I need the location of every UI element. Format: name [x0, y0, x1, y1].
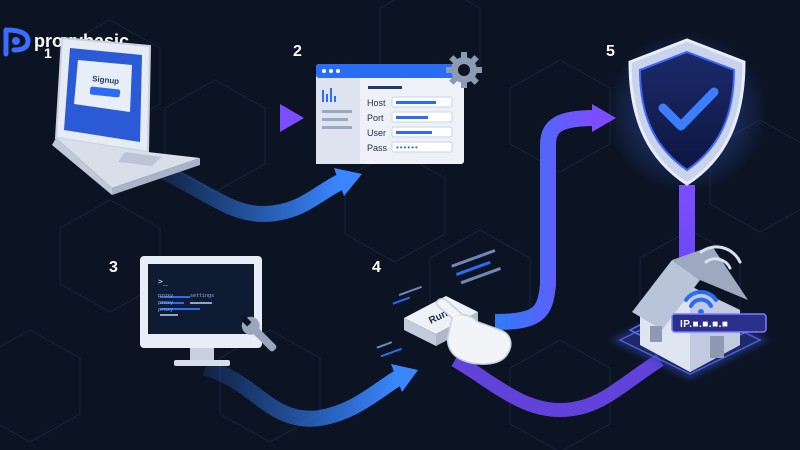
hand-pointer-icon	[435, 297, 512, 365]
field-port-label: Port	[367, 113, 384, 123]
wrench-icon	[240, 315, 277, 352]
terminal-line-1: proxy	[158, 293, 173, 299]
step-1-number: 1	[44, 45, 52, 61]
terminal-line-2: proxy	[158, 300, 173, 306]
wifi-icon	[684, 245, 742, 315]
terminal-line-3: proxy	[158, 307, 173, 313]
flow-paths	[156, 104, 695, 427]
gear-icon	[446, 52, 482, 88]
terminal-line-1-setting: settings	[190, 293, 214, 299]
settings-window-icon	[316, 64, 464, 164]
laptop-icon	[52, 36, 200, 195]
step-4: 4 Run	[372, 249, 512, 365]
shield-check-icon	[628, 38, 746, 186]
step-2-number: 2	[293, 43, 302, 60]
step-5: 5 IP.■.■.■.■	[606, 32, 770, 380]
field-host-label: Host	[367, 98, 386, 108]
field-user-label: User	[367, 128, 386, 138]
password-mask: ••••••	[396, 143, 419, 152]
brand-logo-icon	[3, 27, 31, 57]
step-2: 2 Host Port User Pass •	[293, 43, 482, 164]
step-1: Signup 1	[44, 36, 200, 195]
step-3: 3 >_ proxy settings proxy proxy	[109, 256, 277, 366]
field-pass-label: Pass	[367, 143, 388, 153]
ip-badge	[671, 313, 767, 333]
code-lines-decoration	[376, 249, 502, 358]
step-4-number: 4	[372, 259, 381, 276]
laptop-screen-title: Signup	[92, 74, 120, 86]
monitor-icon	[140, 256, 262, 366]
terminal-prompt: >_	[158, 277, 168, 286]
ip-label: IP.■.■.■.■	[680, 319, 728, 330]
step-5-number: 5	[606, 43, 615, 60]
step-3-number: 3	[109, 259, 118, 276]
